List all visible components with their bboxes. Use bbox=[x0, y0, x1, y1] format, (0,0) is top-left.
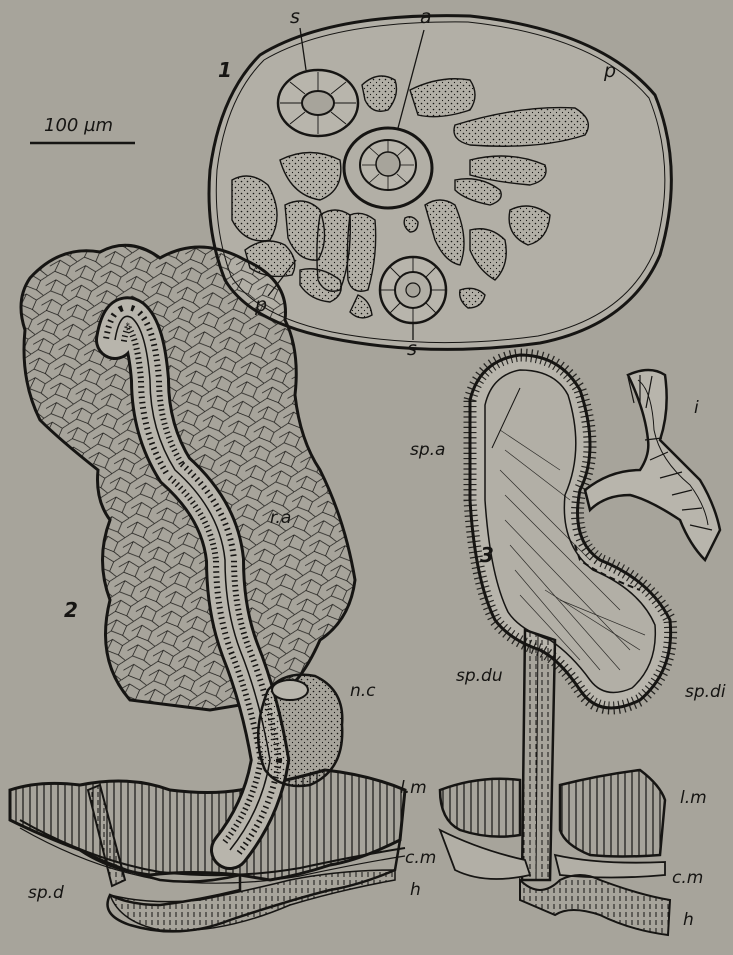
fig1-number: 1 bbox=[218, 60, 232, 80]
fig3-label-l-m: l.m bbox=[680, 790, 707, 807]
fig3-label-sp-a: sp.a bbox=[410, 442, 445, 459]
fig1-label-p-left: p bbox=[255, 296, 267, 315]
fig1-label-a: a bbox=[420, 8, 432, 27]
fig1-section-s-bottom bbox=[380, 257, 446, 323]
fig1-label-s-top: s bbox=[290, 8, 300, 27]
fig1-label-p-right: p bbox=[604, 62, 616, 81]
fig2-number: 2 bbox=[64, 600, 78, 620]
fig3-label-sp-du: sp.du bbox=[456, 668, 503, 685]
fig1-label-s-bottom: s bbox=[407, 340, 417, 359]
fig3-label-i: i bbox=[694, 400, 699, 417]
fig3-number: 3 bbox=[480, 545, 494, 565]
fig2-label-r-a: r.a bbox=[270, 510, 291, 527]
fig2-label-c-m: c.m bbox=[405, 850, 436, 867]
fig2-label-l-m: l.m bbox=[400, 780, 427, 797]
fig3-label-h: h bbox=[683, 912, 694, 929]
fig1-section-a bbox=[344, 128, 432, 208]
scale-bar-label: 100 µm bbox=[44, 117, 113, 135]
fig1-section-s-top bbox=[278, 70, 358, 136]
fig3-label-sp-di: sp.di bbox=[685, 684, 726, 701]
fig2-label-h: h bbox=[410, 882, 421, 899]
fig2-label-n-c: n.c bbox=[350, 683, 376, 700]
fig2-label-sp-d: sp.d bbox=[28, 885, 64, 902]
fig3-label-c-m: c.m bbox=[672, 870, 703, 887]
